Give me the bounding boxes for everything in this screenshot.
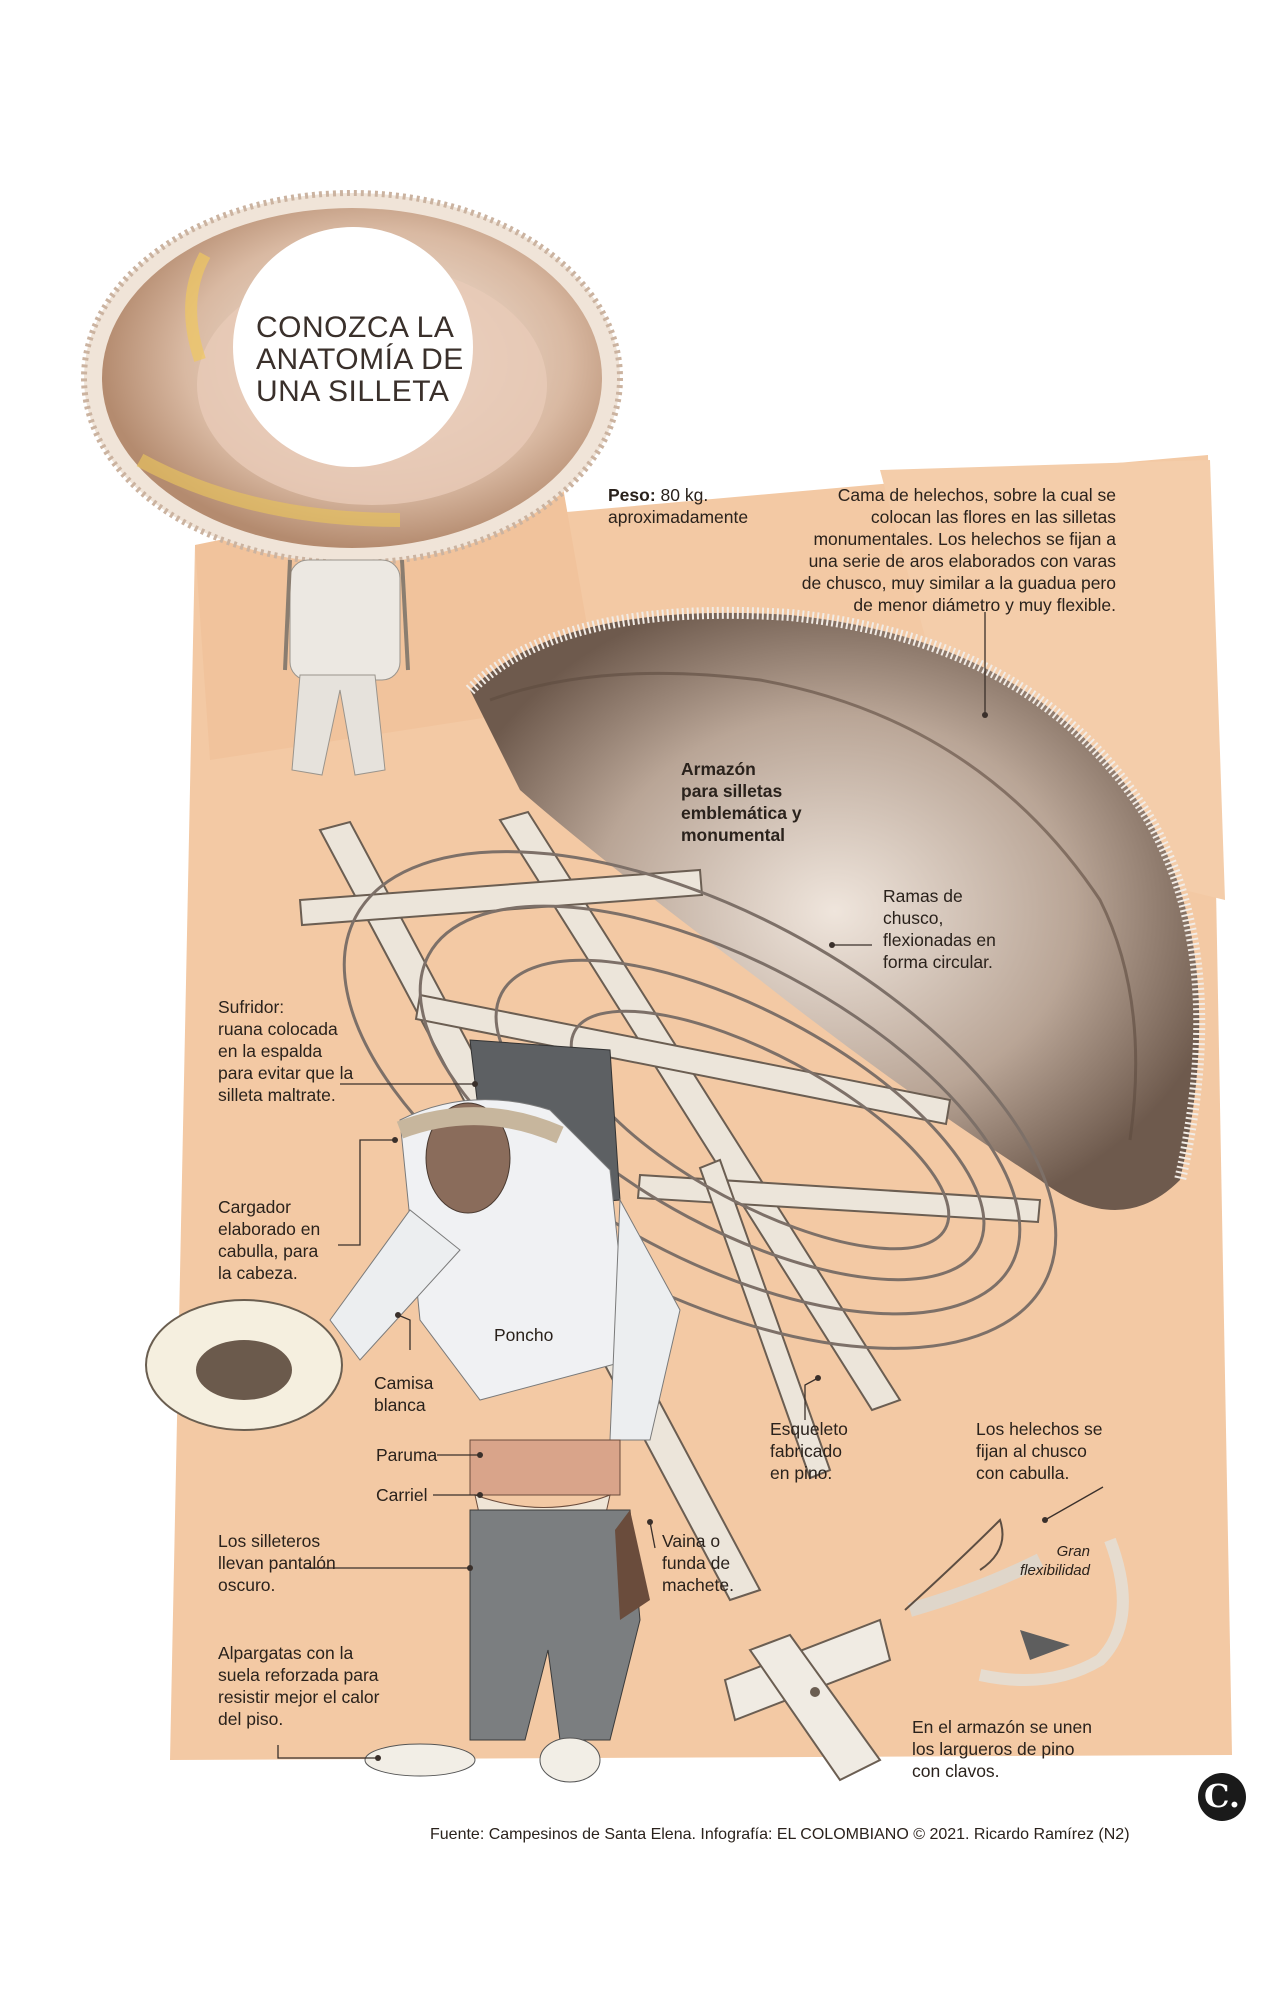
source-credit: Fuente: Campesinos de Santa Elena. Infog… [430,1826,1130,1843]
carriel-label: Carriel [376,1485,428,1505]
machete-sheath-label: Vaina o funda de machete. [662,1531,734,1595]
weight-label: Peso: 80 kg. aproximadamente [608,484,748,528]
detail-nailed-beams [723,1618,892,1782]
skeleton-label: Esqueleto fabricado en pino. [770,1419,848,1483]
detail-fern-tie [904,1518,1129,1686]
nailed-beams-label: En el armazón se unen los largueros de p… [912,1717,1092,1781]
espadrilles-label: Alpargatas con la suela reforzada para r… [218,1643,380,1729]
flexibility-label: Gran flexibilidad [1019,1543,1090,1579]
page-title: CONOZCA LA ANATOMÍA DE UNA SILLETA [256,311,464,408]
weight-label-text: 80 kg. aproximadamente [608,485,749,527]
fern-tie-label: Los helechos se fijan al chusco con cabu… [976,1419,1103,1483]
paruma-label: Paruma [376,1445,438,1465]
hat [145,1299,343,1431]
shirt-label: Camisa blanca [374,1373,434,1415]
chusco-branches-label: Ramas de chusco, flexionadas en forma ci… [883,886,996,972]
weight-label-bold: Peso: [608,485,656,505]
chusco-rings [342,850,1058,1350]
trousers-label: Los silleteros llevan pantalón oscuro. [218,1531,336,1595]
fern-bed [465,606,1206,1210]
poncho-label: Poncho [494,1325,554,1345]
back-view-person [283,559,410,776]
silletero-figure [329,1039,681,1783]
leader-lines [277,612,1104,1761]
title-disc [233,227,473,467]
cargador-label: Cargador elaborado en cabulla, para la c… [218,1197,321,1283]
frame-label: Armazón para silletas emblemática y monu… [681,759,802,845]
fern-bed-label: Cama de helechos, sobre la cual se coloc… [801,485,1116,615]
el-colombiano-logo: C. [1198,1773,1246,1821]
sufridor-label: Sufridor: ruana colocada en la espalda p… [218,997,354,1105]
